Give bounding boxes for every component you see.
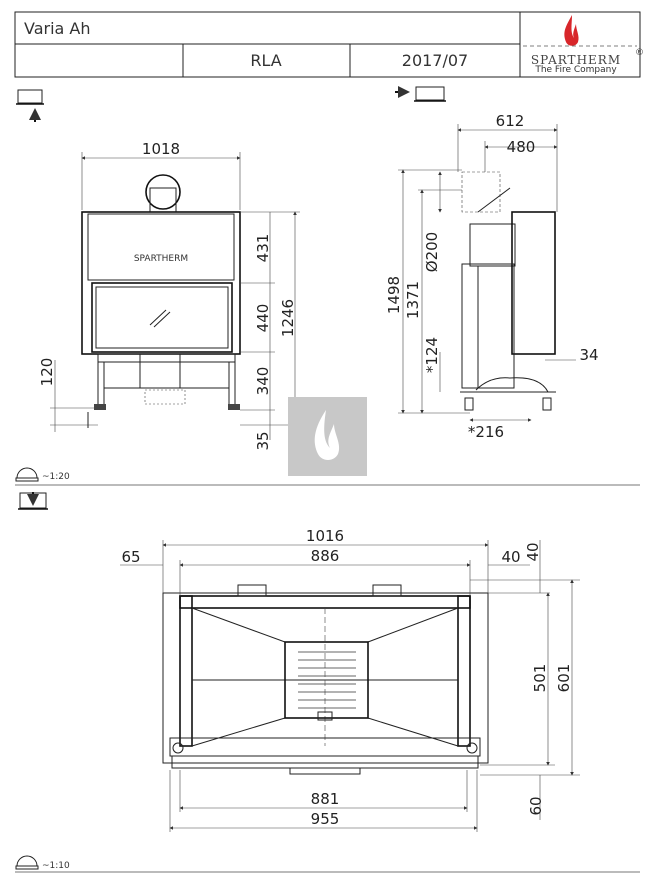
dim-plan-front-outer: 955 (311, 810, 340, 828)
scale-top-label: ~1:20 (42, 472, 70, 482)
scale-top: ~1:20 (15, 467, 70, 482)
watermark-flame-logo (288, 397, 367, 476)
scale-bottom: ~1:10 (15, 855, 70, 871)
dim-front-total-height: 1246 (279, 299, 297, 337)
dim-plan-inner-depth: 501 (531, 664, 549, 693)
protractor-icon (16, 855, 38, 867)
dim-plan-right-offset: 40 (501, 548, 520, 566)
drawing-date: 2017/07 (402, 51, 468, 70)
front-view-symbol-icon (16, 89, 44, 122)
plan-view: 1016 886 65 40 40 501 601 60 881 955 (120, 527, 580, 832)
side-view: 612 480 1498 1371 Ø200 *124 34 *216 (385, 112, 599, 441)
dim-front-width: 1018 (142, 140, 180, 158)
dim-plan-front-inner: 881 (311, 790, 340, 808)
dim-plan-outer-width: 1016 (306, 527, 344, 545)
dim-front-top: 431 (254, 234, 272, 263)
drawing-code: RLA (250, 51, 281, 70)
dim-side-bottom: *124 (423, 337, 441, 373)
brand-tagline: The Fire Company (534, 65, 617, 75)
scale-bottom-label: ~1:10 (42, 861, 70, 871)
dim-front-lower: 340 (254, 367, 272, 396)
dim-plan-top-offset: 40 (524, 542, 542, 561)
protractor-icon (16, 467, 38, 479)
dim-side-front-offset: 34 (579, 346, 598, 364)
top-view-symbol-icon (18, 492, 48, 510)
dim-side-bottom-depth: *216 (468, 423, 504, 441)
dim-front-foot: 35 (254, 431, 272, 450)
registered-mark: ® (635, 48, 644, 58)
dim-side-flue-diameter: Ø200 (423, 232, 441, 272)
dim-plan-outer-depth: 601 (555, 664, 573, 693)
flame-icon (564, 15, 579, 46)
dim-side-height-total: 1498 (385, 276, 403, 314)
dim-front-leg: 120 (38, 358, 56, 387)
brand-name: SPARTHERM (531, 53, 621, 67)
dim-front-glass: 440 (254, 304, 272, 333)
front-view: SPARTHERM 1018 431 440 340 35 1246 120 (38, 140, 300, 451)
dim-plan-left-offset: 65 (121, 548, 140, 566)
dim-side-height-flue: 1371 (404, 281, 422, 319)
dim-side-depth: 612 (496, 112, 525, 130)
spartherm-logo: SPARTHERM ® The Fire Company (523, 15, 644, 75)
side-view-symbol-icon (395, 86, 446, 102)
title-block: Varia Ah RLA 2017/07 SPARTHERM ® The Fir… (14, 11, 644, 78)
dim-side-depth-inner: 480 (507, 138, 536, 156)
dim-plan-inner-width: 886 (311, 547, 340, 565)
model-name: Varia Ah (24, 19, 91, 38)
front-brand-logo: SPARTHERM (134, 254, 188, 264)
dim-plan-front-depth: 60 (527, 796, 545, 815)
